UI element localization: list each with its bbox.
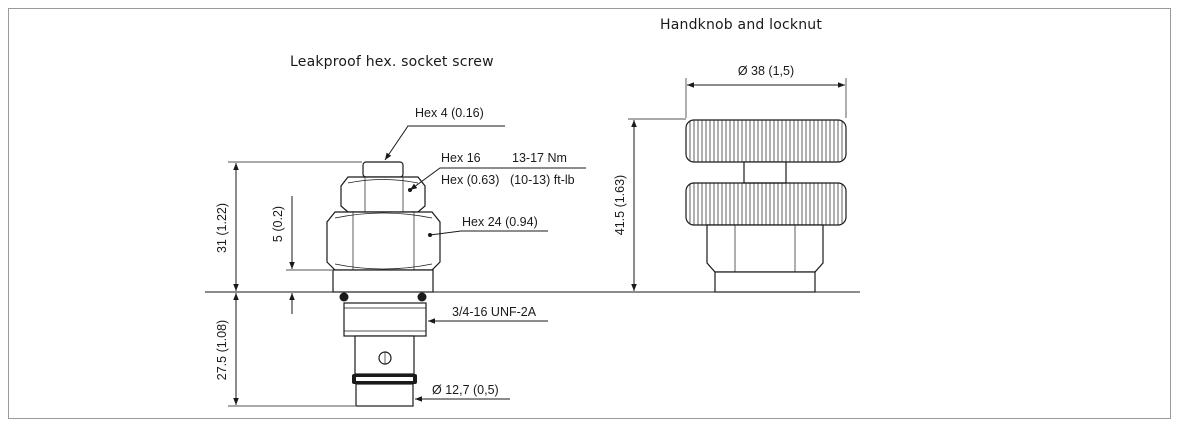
dim-5-label: 5 (0.2) [271, 206, 285, 242]
drawing-frame [8, 8, 1171, 419]
hex24-body [326, 211, 441, 271]
tip [355, 383, 414, 407]
socket-screw-head [362, 161, 404, 178]
thread-label: 3/4-16 UNF-2A [452, 305, 537, 319]
collar [332, 269, 434, 293]
dia-knob-label: Ø 38 (1,5) [738, 64, 794, 78]
collar-right [714, 271, 816, 293]
dim-27-5-label: 27.5 (1.08) [215, 320, 229, 380]
torque-ftlb-label: (10-13) ft-lb [510, 173, 575, 187]
hex-body-right [706, 224, 824, 273]
hex24-label: Hex 24 (0.94) [462, 215, 538, 229]
locknut [685, 182, 847, 226]
handknob [685, 119, 847, 163]
hex16-inch-label: Hex (0.63) [441, 173, 499, 187]
left-view-title: Leakproof hex. socket screw [290, 54, 494, 70]
hex4-label: Hex 4 (0.16) [415, 106, 484, 120]
dia-bottom-label: Ø 12,7 (0,5) [432, 383, 499, 397]
torque-nm-label: 13-17 Nm [512, 151, 567, 165]
seal-ring-left [339, 292, 349, 302]
hex16-label: Hex 16 [441, 151, 481, 165]
dim-31-label: 31 (1.22) [215, 203, 229, 253]
dim-41-5-label: 41.5 (1.63) [613, 175, 627, 235]
knob-stem [743, 161, 787, 184]
seal-ring-right [417, 292, 427, 302]
right-view-title: Handknob and locknut [660, 17, 822, 33]
handknob-assembly [685, 119, 847, 293]
cartridge-valve [326, 161, 441, 407]
thread-section [343, 302, 427, 337]
